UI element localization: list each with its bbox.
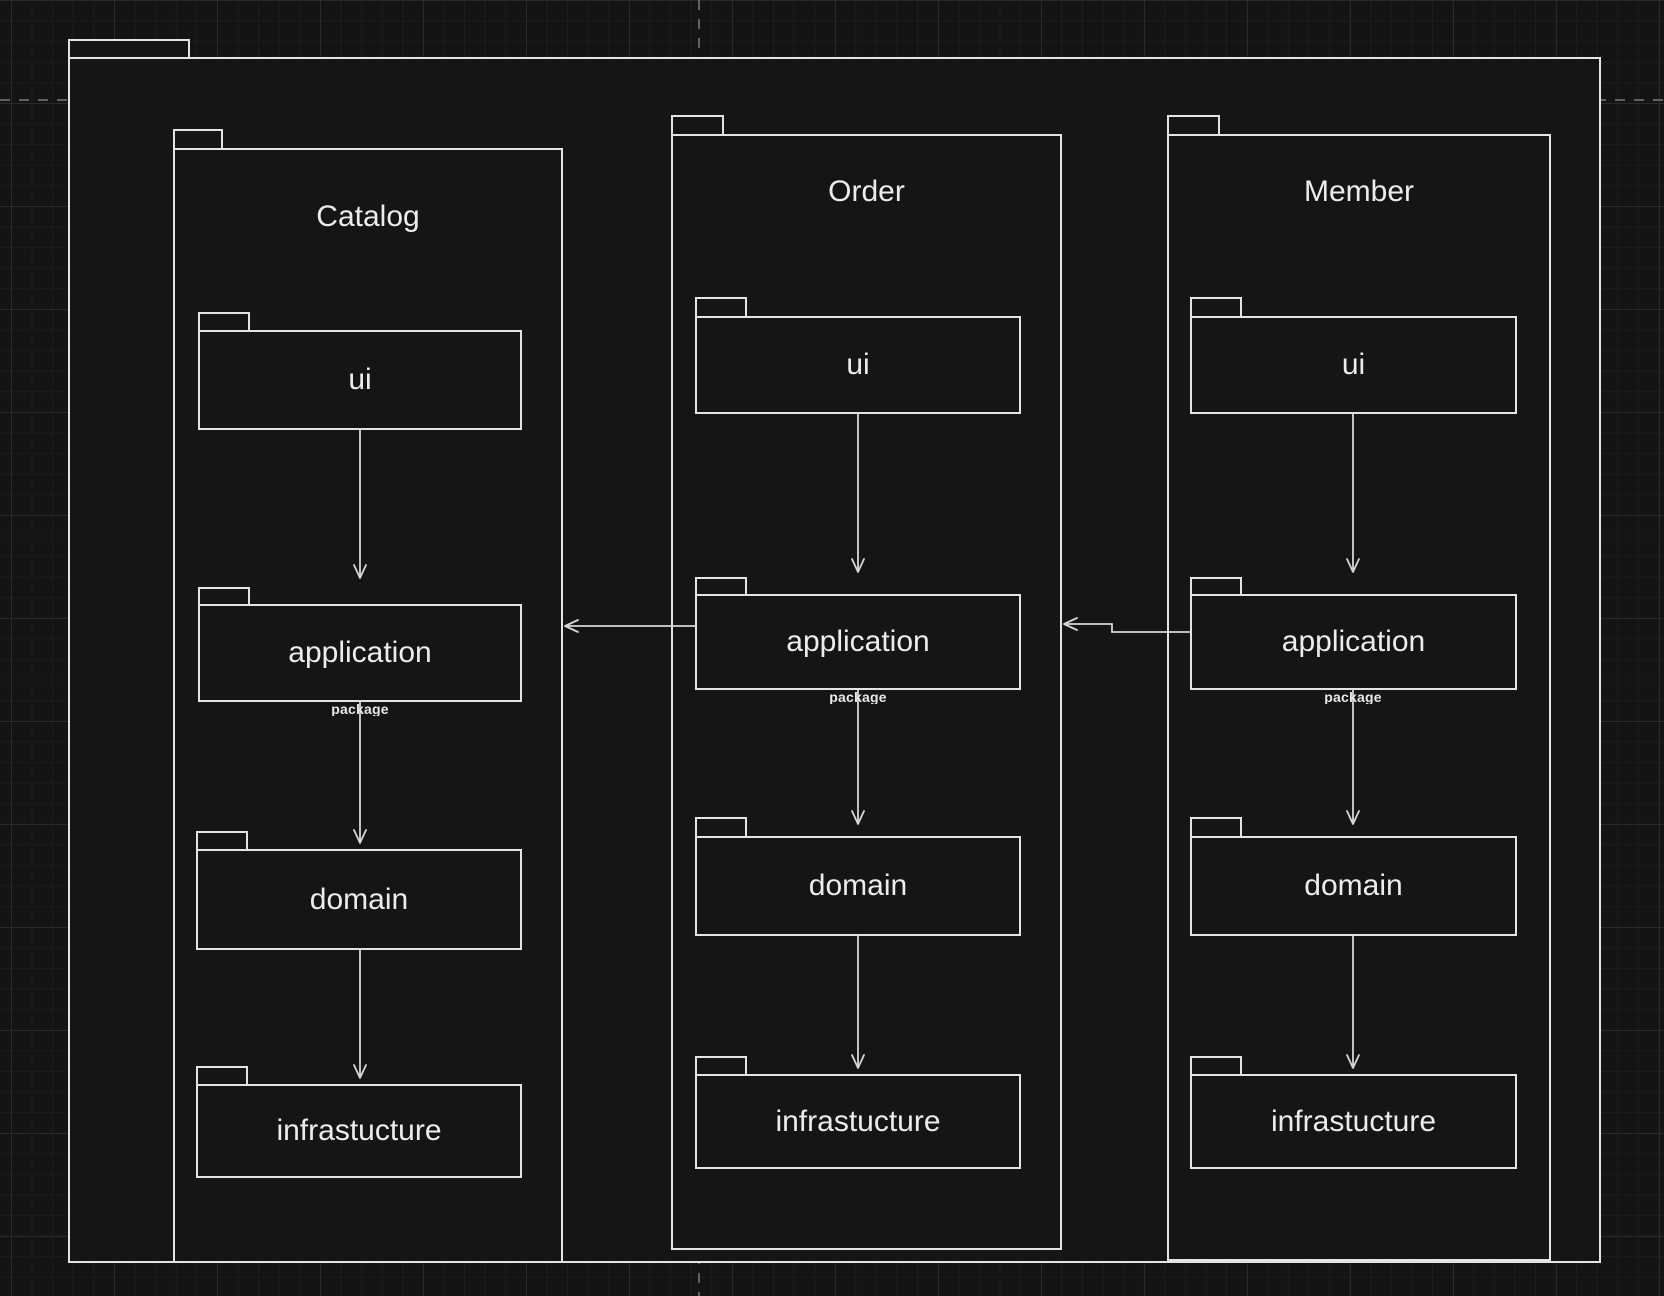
member-ui-label: ui — [1341, 348, 1366, 381]
catalog-domain-tab[interactable] — [196, 831, 248, 851]
catalog-package-stereotype: package — [331, 701, 389, 716]
order-package-stereotype: package — [829, 689, 887, 704]
order-domain-tab[interactable] — [695, 817, 747, 838]
order-package-tab[interactable] — [671, 115, 724, 136]
order-domain-node[interactable]: domain — [695, 836, 1021, 936]
member-domain-tab[interactable] — [1190, 817, 1242, 838]
order-domain-label: domain — [808, 869, 908, 902]
order-ui-node[interactable]: ui — [695, 316, 1021, 414]
catalog-package-title: Catalog — [316, 200, 420, 233]
order-infrastucture-tab[interactable] — [695, 1056, 747, 1076]
catalog-domain-node[interactable]: domain — [196, 849, 522, 950]
member-ui-node[interactable]: ui — [1190, 316, 1517, 414]
catalog-package-tab[interactable] — [173, 129, 223, 150]
member-application-node[interactable]: application — [1190, 594, 1517, 690]
outer-package-tab[interactable] — [68, 39, 190, 59]
catalog-infrastucture-tab[interactable] — [196, 1066, 248, 1086]
member-package-tab[interactable] — [1167, 115, 1220, 136]
catalog-infrastucture-node[interactable]: infrastucture — [196, 1084, 522, 1178]
order-application-label: application — [786, 625, 930, 658]
member-infrastucture-label: infrastucture — [1270, 1104, 1437, 1138]
order-ui-label: ui — [846, 348, 870, 381]
catalog-ui-tab[interactable] — [198, 312, 250, 332]
order-package-title: Order — [828, 175, 905, 208]
member-infrastucture-tab[interactable] — [1190, 1056, 1242, 1076]
member-ui-tab[interactable] — [1190, 297, 1242, 318]
member-application-label: application — [1281, 625, 1426, 658]
member-domain-label: domain — [1304, 869, 1403, 902]
order-infrastucture-node[interactable]: infrastucture — [695, 1074, 1021, 1169]
member-domain-node[interactable]: domain — [1190, 836, 1517, 936]
catalog-infrastucture-label: infrastucture — [276, 1114, 442, 1147]
member-package-title: Member — [1303, 175, 1415, 208]
order-ui-tab[interactable] — [695, 297, 747, 318]
order-infrastucture-label: infrastucture — [775, 1104, 941, 1138]
member-package-stereotype: package — [1324, 689, 1382, 704]
catalog-ui-label: ui — [348, 363, 372, 396]
catalog-application-label: application — [288, 636, 432, 669]
member-infrastucture-node[interactable]: infrastucture — [1190, 1074, 1517, 1169]
catalog-application-node[interactable]: application — [198, 604, 522, 702]
order-application-node[interactable]: application — [695, 594, 1021, 690]
catalog-domain-label: domain — [309, 882, 409, 916]
catalog-ui-node[interactable]: ui — [198, 330, 522, 430]
